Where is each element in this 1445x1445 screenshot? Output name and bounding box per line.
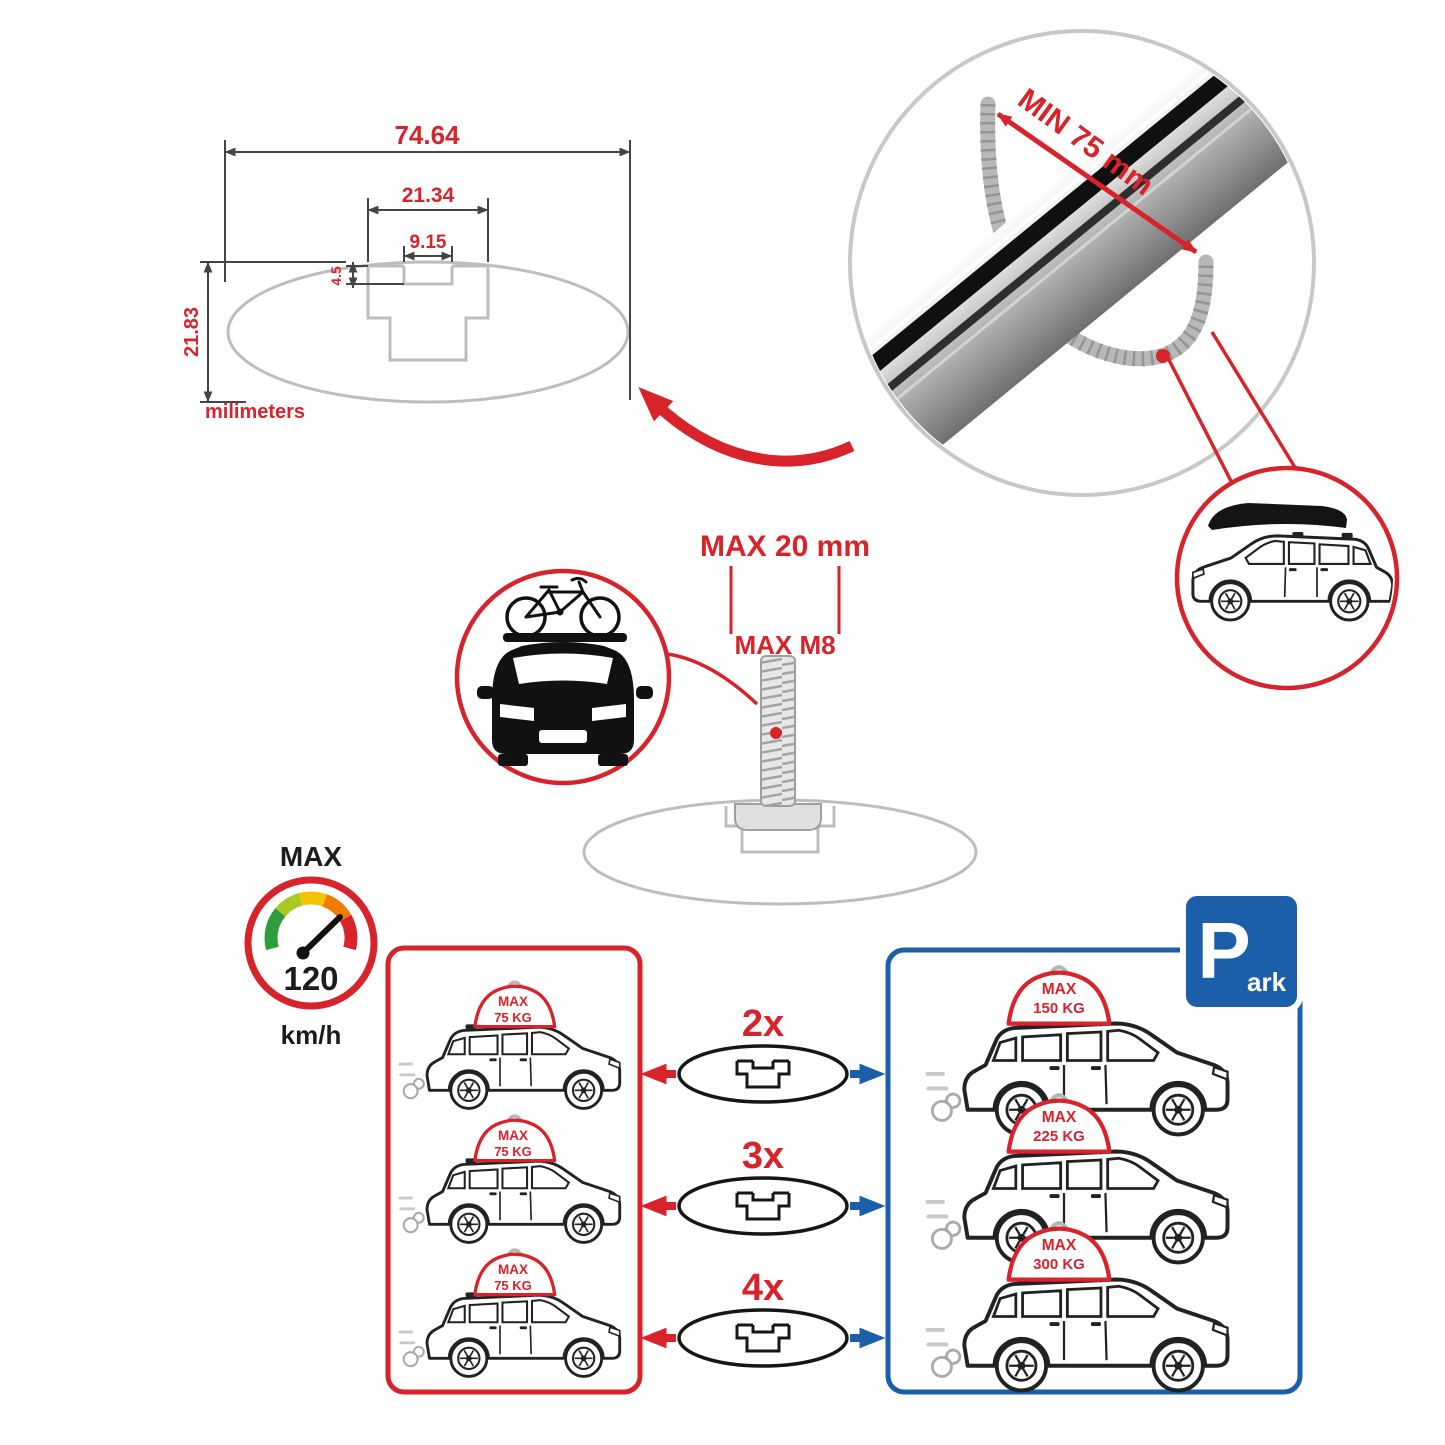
windshield [513, 653, 613, 684]
left-badge-2-weight: 75 KG [494, 1144, 532, 1159]
profile-slot-outline [402, 266, 454, 286]
speed-unit: km/h [281, 1020, 342, 1050]
bolt-callout-brackets [729, 566, 841, 634]
right-badge-1-label: MAX [1042, 981, 1077, 998]
suv-roofbox-callout [1174, 465, 1400, 691]
suv-callout-content [1191, 503, 1393, 622]
cross-section-diagram: 74.64 21.34 9.15 4.5 21.83 milimeters [181, 120, 631, 423]
left-badge-2-label: MAX [498, 1128, 528, 1143]
right-badge-3-label: MAX [1042, 1237, 1077, 1254]
license-plate [539, 730, 587, 743]
bar-count-row-2: 3x [640, 1135, 886, 1236]
right-item-1: MAX 150 KG [925, 967, 1230, 1137]
multiplier-4x: 4x [742, 1267, 784, 1309]
closeup-to-diagram-arrow [638, 387, 855, 467]
callout-connector-lines [1166, 331, 1298, 484]
dim-lip-depth-label: 4.5 [328, 266, 344, 286]
units-label: milimeters [205, 401, 305, 423]
left-item-3: MAX 75 KG [398, 1248, 622, 1378]
gauge-pivot [296, 946, 310, 960]
bar-icon-channel-2 [735, 1191, 791, 1221]
load-panel-paired: MAX 150 KG MAX 225 KG MAX 300 KG P ark [885, 890, 1303, 1395]
profile-channel-outline [366, 266, 490, 362]
dim-total-width-label: 74.64 [394, 120, 460, 150]
bar-count-column: 2x 3x 4x [640, 1003, 886, 1368]
speed-max-label: MAX [280, 841, 343, 872]
multiplier-3x: 3x [742, 1135, 784, 1177]
bar-icon-ellipse-3 [677, 1308, 849, 1368]
gauge-needle [300, 914, 343, 956]
bar-icon-ellipse-2 [677, 1176, 849, 1236]
strap-end-dot [1156, 349, 1170, 363]
right-badge-3-weight: 300 KG [1033, 1256, 1085, 1273]
gauge-arc [264, 891, 358, 951]
dim-flange-width-label: 21.34 [402, 184, 455, 207]
headlight-right [592, 704, 626, 721]
park-sign: P ark [1180, 890, 1303, 1013]
car-front-view [477, 633, 653, 766]
bolt-pointer-dot [770, 727, 782, 739]
clamp-strap-threads [980, 103, 1214, 367]
roof-cargo-box [1208, 503, 1347, 530]
multiplier-2x: 2x [742, 1003, 784, 1045]
left-badge-1-weight: 75 KG [494, 1010, 532, 1025]
left-badge-3-label: MAX [498, 1262, 528, 1277]
bike-callout-connector [666, 652, 759, 706]
bar-count-row-1: 2x [640, 1003, 886, 1104]
park-sign-initial: P [1197, 906, 1250, 995]
dim-total-height-label: 21.83 [181, 307, 203, 357]
ext-lines-total-width [224, 140, 631, 400]
mirror-left [477, 686, 494, 699]
dim-slot-width-label: 9.15 [410, 232, 447, 253]
bike-car-callout [454, 568, 759, 786]
min-clamp-measure-line [996, 111, 1198, 255]
mirror-right [636, 686, 653, 699]
right-badge-1-weight: 150 KG [1033, 1000, 1085, 1017]
bar-icon-ellipse-1 [677, 1044, 849, 1104]
left-badge-3-weight: 75 KG [494, 1278, 532, 1293]
bar-count-row-3: 4x [640, 1267, 886, 1368]
right-item-3: MAX 300 KG [925, 1223, 1230, 1393]
speed-value: 120 [283, 960, 338, 997]
left-item-1: MAX 75 KG [398, 980, 622, 1110]
park-sign-suffix: ark [1247, 967, 1287, 997]
roof-bar [503, 633, 627, 642]
bar-icon-channel-1 [735, 1059, 791, 1089]
right-item-2: MAX 225 KG [925, 1095, 1230, 1265]
bolt-max-length-label: MAX 20 mm [700, 530, 870, 563]
load-panel-single: MAX 75 KG MAX 75 KG MAX 75 KG [385, 945, 643, 1395]
right-badge-2-label: MAX [1042, 1109, 1077, 1126]
bar-closeup-callout: MIN 75 mm [638, 29, 1316, 497]
speed-limit: MAX 120 km/h [244, 841, 378, 1050]
bolt-head [734, 803, 822, 831]
bolt-spec: MAX 20 mm MAX M8 [582, 530, 978, 906]
bar-icon-channel-3 [735, 1323, 791, 1353]
headlight-left [500, 704, 534, 721]
park-sign-board [1180, 890, 1303, 1013]
right-badge-2-weight: 225 KG [1033, 1128, 1085, 1145]
left-item-2: MAX 75 KG [398, 1114, 622, 1244]
left-badge-1-label: MAX [498, 994, 528, 1009]
